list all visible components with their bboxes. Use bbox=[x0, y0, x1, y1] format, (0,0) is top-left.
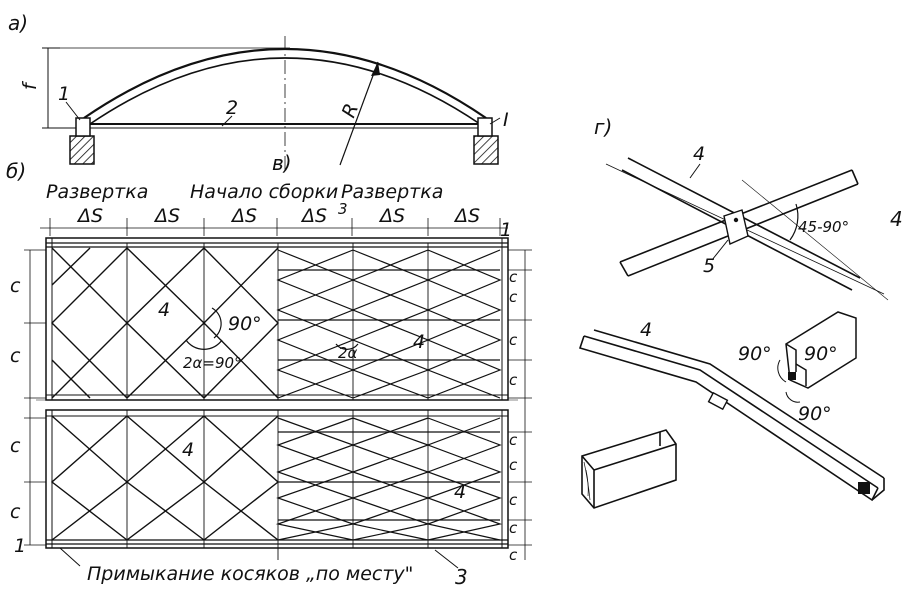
angle-90-a: 90° bbox=[738, 343, 772, 365]
panel-g-details: г) 4 4 5 45-90° 4 bbox=[578, 115, 903, 509]
delta-s-4: ΔS bbox=[300, 205, 327, 227]
c-right-8: c bbox=[509, 519, 518, 537]
title-razvertka-left: Развертка bbox=[46, 181, 148, 203]
c-right-1: c bbox=[509, 268, 518, 286]
arch-outer-curve bbox=[83, 47, 487, 119]
c-left-3: c bbox=[10, 435, 21, 457]
support-mark-1: 1 bbox=[58, 83, 70, 105]
left-support-pier bbox=[69, 135, 95, 165]
mark-4-top-detail: 4 bbox=[693, 143, 705, 165]
c-right-7: c bbox=[509, 491, 518, 509]
beam-4 bbox=[578, 329, 885, 502]
delta-s-3: ΔS bbox=[230, 205, 257, 227]
delta-s-5: ΔS bbox=[378, 205, 405, 227]
mark-4-beam: 4 bbox=[640, 319, 652, 341]
board-piece bbox=[581, 429, 677, 509]
c-right-2: c bbox=[509, 288, 518, 306]
tie-mark-2: 2 bbox=[226, 97, 238, 119]
mark-3-top: 3 bbox=[338, 200, 348, 218]
lower-panel bbox=[45, 409, 509, 560]
c-right-4: c bbox=[509, 371, 518, 389]
mark-3-bottom: 3 bbox=[455, 565, 468, 589]
mark-4-a: 4 bbox=[158, 299, 170, 321]
c-left-1: c bbox=[10, 275, 21, 297]
angle-2a: 2α bbox=[338, 344, 358, 362]
panel-label-v: в) bbox=[272, 151, 292, 175]
panel-b-v-layout: б) в) Развертка Начало сборки Развертка … bbox=[6, 151, 532, 589]
delta-s-2: ΔS bbox=[153, 205, 180, 227]
panel-label-a: а) bbox=[8, 11, 28, 35]
c-right-5: c bbox=[509, 431, 518, 449]
angle-90: 90° bbox=[228, 313, 262, 335]
mark-4-right-detail: 4 bbox=[890, 207, 903, 231]
angle-45-90: 45-90° bbox=[798, 218, 849, 236]
right-support-pier bbox=[473, 135, 499, 165]
delta-s-6: ΔS bbox=[453, 205, 480, 227]
mark-1-top: 1 bbox=[500, 219, 512, 241]
mark-4-b: 4 bbox=[413, 331, 425, 353]
arch-inner-curve bbox=[89, 57, 481, 125]
bottom-caption: Примыкание косяков „по месту" bbox=[87, 563, 413, 585]
panel-label-g: г) bbox=[594, 115, 612, 139]
rise-label: f bbox=[19, 80, 41, 90]
c-right-6: c bbox=[509, 456, 518, 474]
radius-label: R bbox=[338, 100, 363, 120]
panel-label-b: б) bbox=[6, 159, 26, 183]
angle-90-c: 90° bbox=[798, 403, 832, 425]
title-razvertka-right: Развертка bbox=[341, 181, 443, 203]
mark-1-bottom: 1 bbox=[14, 535, 26, 557]
radius-line bbox=[339, 61, 379, 166]
mark-4-c: 4 bbox=[182, 439, 194, 461]
panel-a-arch: а) f R 1 2 I bbox=[8, 11, 509, 170]
angle-2a-90: 2α=90° bbox=[183, 354, 242, 372]
c-right-3: c bbox=[509, 331, 518, 349]
joint-plate bbox=[723, 209, 749, 245]
mark-5: 5 bbox=[703, 255, 715, 277]
delta-s-1: ΔS bbox=[76, 205, 103, 227]
c-left-4: c bbox=[10, 501, 21, 523]
c-right-9: c bbox=[509, 546, 518, 564]
title-nachalo-sborki: Начало сборки bbox=[190, 181, 338, 203]
angle-90-b: 90° bbox=[804, 343, 838, 365]
upper-panel bbox=[45, 237, 509, 401]
c-left-2: c bbox=[10, 345, 21, 367]
section-mark-I: I bbox=[503, 109, 509, 131]
mark-4-d: 4 bbox=[454, 481, 466, 503]
